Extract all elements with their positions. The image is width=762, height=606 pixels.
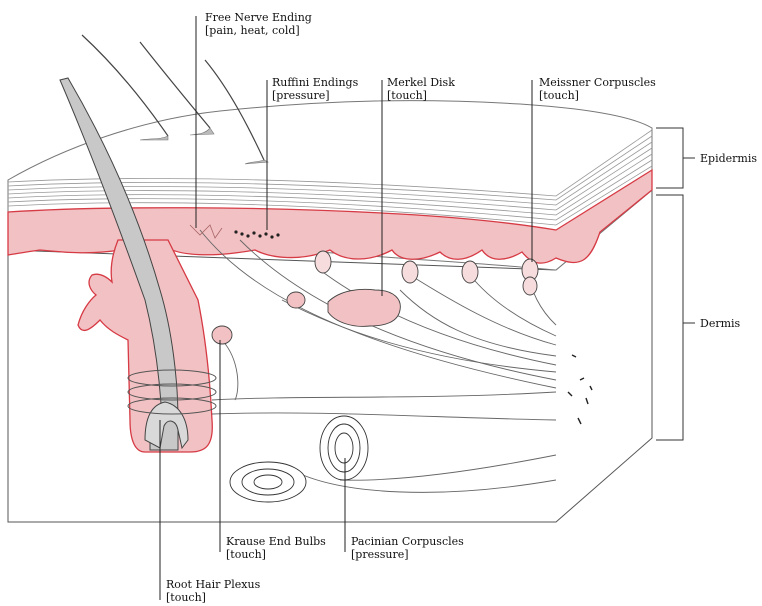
merkel-small xyxy=(287,292,305,308)
merkel-disk xyxy=(328,289,400,326)
root-hair-plexus-name: Root Hair Plexus xyxy=(166,578,260,591)
ruffini-endings-detail: [pressure] xyxy=(272,89,358,102)
pacinian-corpuscles-detail: [pressure] xyxy=(351,548,464,561)
label-pacinian-corpuscles: Pacinian Corpuscles [pressure] xyxy=(351,535,464,561)
root-hair-plexus-detail: [touch] xyxy=(166,591,260,604)
dermis-name: Dermis xyxy=(700,317,740,330)
krause-end-bulbs-detail: [touch] xyxy=(226,548,326,561)
label-dermis: Dermis xyxy=(700,317,740,330)
merkel-disk-detail: [touch] xyxy=(387,89,455,102)
label-krause-end-bulbs: Krause End Bulbs [touch] xyxy=(226,535,326,561)
pacinian-corpuscles-name: Pacinian Corpuscles xyxy=(351,535,464,548)
label-merkel-disk: Merkel Disk [touch] xyxy=(387,76,455,102)
merkel-disk-name: Merkel Disk xyxy=(387,76,455,89)
free-nerve-ending-name: Free Nerve Ending xyxy=(205,11,312,24)
ruffini-endings-name: Ruffini Endings xyxy=(272,76,358,89)
label-free-nerve-ending: Free Nerve Ending [pain, heat, cold] xyxy=(205,11,312,37)
label-epidermis: Epidermis xyxy=(700,152,757,165)
label-ruffini-endings: Ruffini Endings [pressure] xyxy=(272,76,358,102)
dermis-bracket xyxy=(656,195,695,440)
meissner-corpuscles-detail: [touch] xyxy=(539,89,656,102)
epidermis-name: Epidermis xyxy=(700,152,757,165)
krause-end-bulb xyxy=(212,326,232,344)
label-meissner-corpuscles: Meissner Corpuscles [touch] xyxy=(539,76,656,102)
free-nerve-ending-detail: [pain, heat, cold] xyxy=(205,24,312,37)
krause-end-bulbs-name: Krause End Bulbs xyxy=(226,535,326,548)
epidermis-bracket xyxy=(656,128,695,188)
label-root-hair-plexus: Root Hair Plexus [touch] xyxy=(166,578,260,604)
meissner-corpuscles-name: Meissner Corpuscles xyxy=(539,76,656,89)
